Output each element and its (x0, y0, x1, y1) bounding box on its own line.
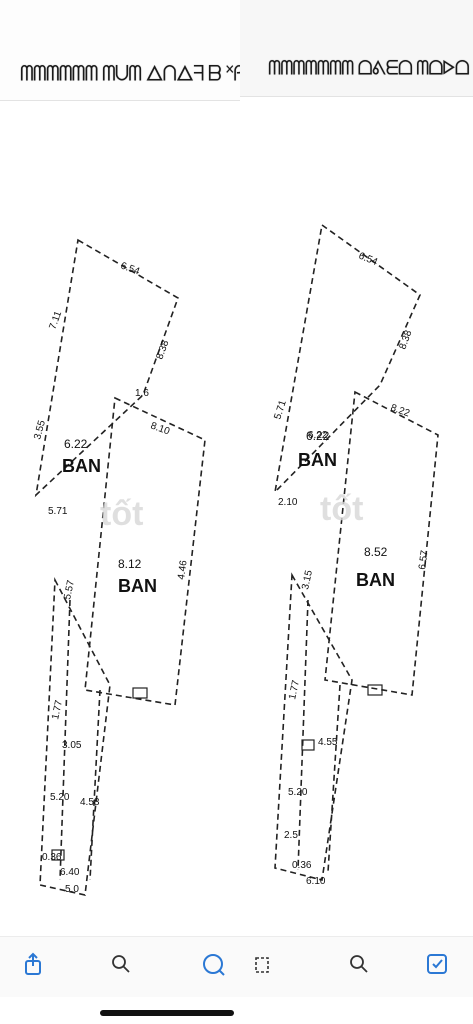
left-lot-middle (84, 396, 206, 706)
left-header-text: ᗰᗰᗰᗰᗰᗰ ᗰᑌᗰ ᐃᑎᐃᖷ ᗷ ᕽᑭᕋ (20, 62, 240, 86)
dim-label: 5.20 (50, 792, 70, 803)
favorite-icon (203, 954, 225, 976)
room-b-label: BAN (356, 570, 395, 590)
dim-label: 6.54 (357, 251, 380, 269)
dim-label: 8.38 (397, 329, 414, 351)
watermark: tốt (100, 495, 143, 533)
copy-icon (255, 957, 269, 973)
dim-label: 6.57 (417, 549, 431, 570)
room-a-value: 6.22 (306, 429, 330, 443)
dim-label: 3.05 (62, 740, 82, 751)
right-lot-upper (273, 223, 421, 495)
left-marker-box (132, 687, 148, 699)
dim-label: 6.40 (60, 867, 80, 878)
dim-label: 8.22 (389, 402, 411, 419)
dim-label: 5.71 (48, 506, 68, 517)
right-strip-line (297, 599, 309, 871)
left-plan-svg: 6.54 7.11 8.38 1.6 3.55 8.10 5.71 4.46 5… (32, 238, 206, 896)
right-header-text: ᗰᗰᗰᗰᗰᗰᗰ ᗝᕕᗴᗝ ᗰᗝᐅᗝ ᗝᑎᐞ (268, 56, 473, 79)
left-toolbar (0, 936, 240, 997)
room-b-value: 8.12 (118, 557, 142, 571)
search-icon (112, 955, 130, 973)
dim-label: 4.55 (318, 737, 338, 748)
favorite-button[interactable] (196, 947, 230, 981)
right-panel: ᗰᗰᗰᗰᗰᗰᗰ ᗝᕕᗴᗝ ᗰᗝᐅᗝ ᗝᑎᐞ 6.54 8.38 6.22 2.1… (240, 0, 473, 1024)
search-button[interactable] (342, 947, 376, 981)
copy-button[interactable] (246, 947, 280, 981)
right-lot-middle (324, 390, 439, 696)
right-lot-lower (274, 572, 353, 881)
home-indicator[interactable] (100, 1010, 234, 1016)
dim-label: 0.36 (42, 852, 62, 863)
right-marker-box (367, 684, 383, 696)
room-a-label: BAN (62, 456, 101, 476)
dim-label: 6.10 (306, 876, 326, 887)
right-marker-box (301, 739, 315, 751)
dim-label: 8.10 (149, 420, 171, 437)
dim-label: 4.46 (176, 559, 190, 580)
dim-label: 7.11 (47, 309, 64, 331)
save-icon (427, 954, 447, 974)
share-button[interactable] (16, 947, 50, 981)
dim-label: 6.54 (119, 260, 141, 277)
dim-label: 2.10 (278, 497, 298, 508)
dim-label: 4.58 (80, 797, 100, 808)
dim-label: 5.20 (288, 787, 308, 798)
room-a-label: BAN (298, 450, 337, 470)
dim-label: 5.57 (62, 579, 77, 601)
right-header: ᗰᗰᗰᗰᗰᗰᗰ ᗝᕕᗴᗝ ᗰᗝᐅᗝ ᗝᑎᐞ (240, 0, 473, 97)
room-b-value: 8.52 (364, 545, 388, 559)
dim-label: 2.5 (284, 830, 298, 841)
save-button[interactable] (420, 947, 454, 981)
right-toolbar (240, 936, 473, 997)
watermark: tốt (320, 490, 363, 528)
search-icon (350, 955, 368, 973)
share-icon (25, 952, 41, 975)
dim-label: 1.6 (135, 388, 149, 399)
dim-label: 5.0 (65, 884, 79, 895)
dim-label: 3.55 (32, 419, 48, 441)
left-strip-line (59, 599, 71, 881)
dim-label: 0.36 (292, 860, 312, 871)
left-strip-line (89, 689, 101, 881)
right-floor-plan: 6.54 8.38 6.22 2.10 5.71 8.22 6.57 3.15 … (240, 0, 473, 940)
left-lot-upper (34, 238, 179, 498)
dim-label: 5.71 (272, 399, 289, 421)
left-lot-lower (39, 577, 111, 896)
dim-label: 6.22 (308, 430, 328, 441)
left-header: ᗰᗰᗰᗰᗰᗰ ᗰᑌᗰ ᐃᑎᐃᖷ ᗷ ᕽᑭᕋ (0, 0, 240, 101)
dim-label: 1.77 (287, 679, 302, 701)
search-button[interactable] (104, 947, 138, 981)
dim-label: 3.15 (300, 569, 315, 591)
right-strip-line (327, 684, 341, 873)
dim-label: 8.38 (154, 339, 171, 361)
left-marker-box (51, 849, 65, 861)
room-b-label: BAN (118, 576, 157, 596)
dim-label: 1.77 (50, 699, 65, 721)
room-a-value: 6.22 (64, 437, 88, 451)
left-floor-plan: 6.54 7.11 8.38 1.6 3.55 8.10 5.71 4.46 5… (0, 0, 240, 940)
right-plan-svg: 6.54 8.38 6.22 2.10 5.71 8.22 6.57 3.15 … (272, 223, 439, 887)
left-panel: ᗰᗰᗰᗰᗰᗰ ᗰᑌᗰ ᐃᑎᐃᖷ ᗷ ᕽᑭᕋ 6.54 7.11 8.38 (0, 0, 240, 997)
